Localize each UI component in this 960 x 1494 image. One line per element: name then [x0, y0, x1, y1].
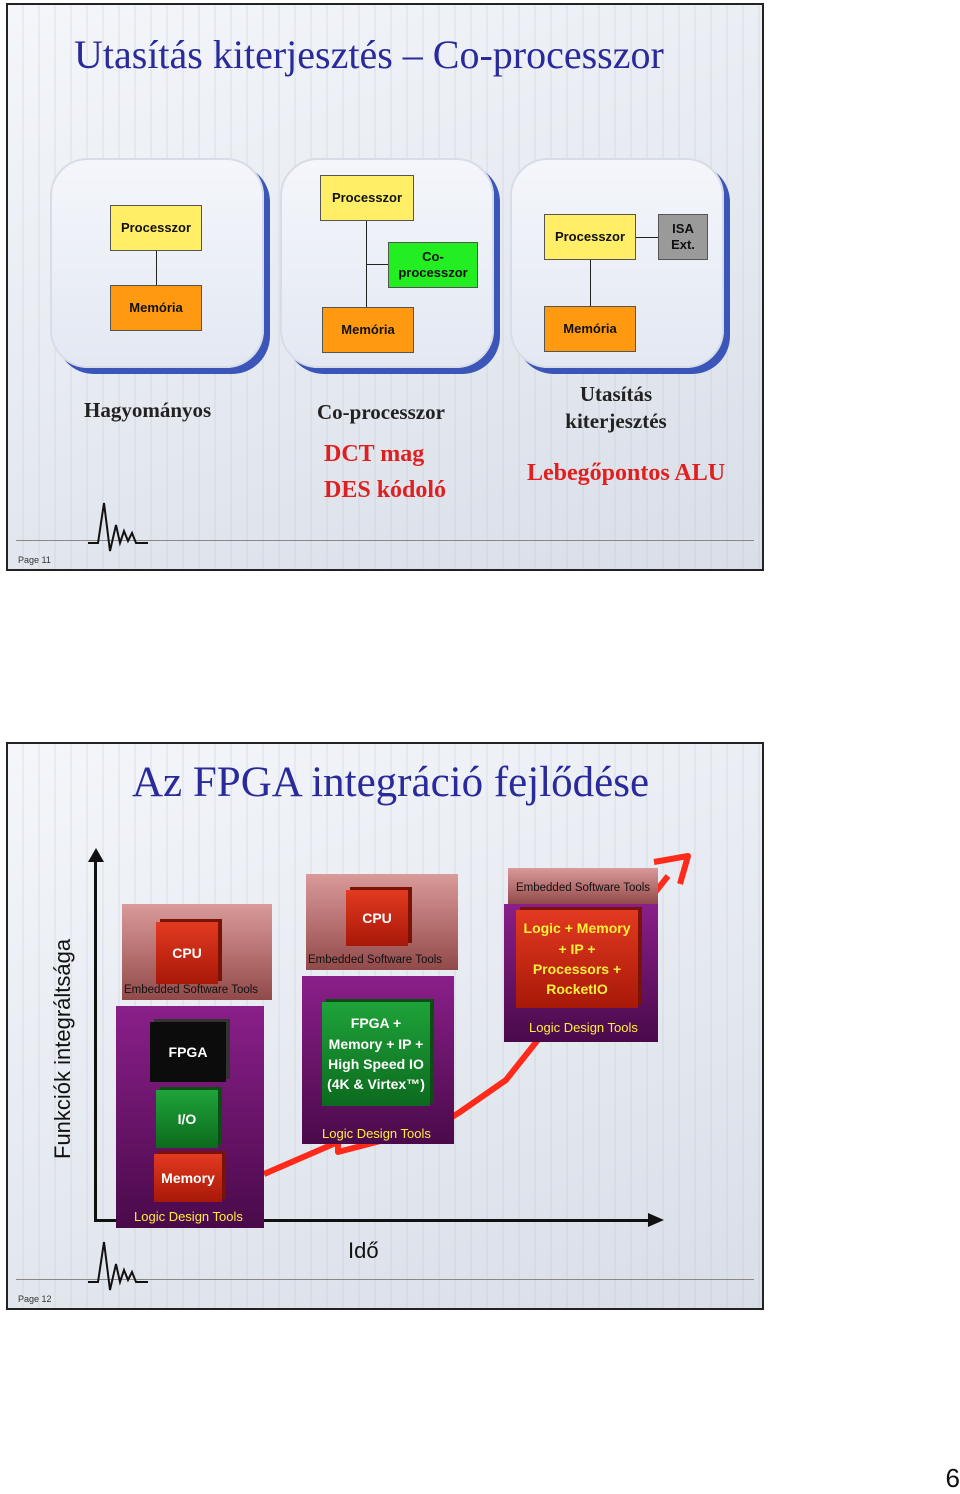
slide-coprocessor: Utasítás kiterjesztés – Co-processzor Pr…: [6, 3, 764, 571]
slide-fpga-integration: Az FPGA integráció fejlődése Funkciók in…: [6, 742, 764, 1310]
coprocessor-box: Co-processzor: [388, 242, 478, 288]
x-axis-arrowhead: [648, 1213, 664, 1227]
panel-coprocessor: Processzor Co-processzor Memória: [280, 158, 494, 368]
example-float-alu: Lebegőpontos ALU: [527, 460, 726, 486]
stage1-fpga-chip: FPGA: [150, 1022, 226, 1082]
page-number: 6: [945, 1463, 960, 1493]
x-axis: [94, 1219, 654, 1222]
stage2-embedded-tools: Embedded Software Tools: [308, 954, 443, 966]
caption-traditional: Hagyományos: [84, 398, 212, 422]
pulse-logo: [88, 1241, 148, 1291]
connector-line: [156, 251, 157, 285]
page-label: Page 11: [18, 555, 51, 565]
page-label: Page 12: [18, 1294, 52, 1304]
pulse-logo: [88, 502, 148, 552]
stage3-embedded-block: [508, 868, 658, 904]
panel-traditional: Processzor Memória: [50, 158, 264, 368]
y-axis: [94, 859, 97, 1219]
memory-box: Memória: [544, 306, 636, 352]
processor-box: Processzor: [110, 205, 202, 251]
stage3-integrated-chip: Logic + Memory + IP + Processors + Rocke…: [516, 910, 638, 1008]
stage2-fpga-chip: FPGA + Memory + IP + High Speed IO (4K &…: [322, 1002, 430, 1106]
caption-isa: Utasítás kiterjesztés: [565, 382, 667, 434]
example-des: DES kódoló: [324, 477, 447, 503]
y-axis-arrowhead: [88, 848, 104, 862]
stage1-cpu-chip: CPU: [156, 922, 218, 984]
memory-box: Memória: [322, 307, 414, 353]
stage1-embedded-tools: Embedded Software Tools: [124, 984, 259, 996]
processor-box: Processzor: [320, 175, 414, 221]
isa-ext-box: ISA Ext.: [658, 214, 708, 260]
stage1-logic-tools: Logic Design Tools: [134, 1209, 243, 1224]
panel-isa-extension: Processzor ISA Ext. Memória: [510, 158, 724, 368]
connector-line: [366, 264, 388, 265]
slide-title: Az FPGA integráció fejlődése: [132, 759, 650, 806]
memory-box: Memória: [110, 285, 202, 331]
caption-coprocessor: Co-processzor: [317, 400, 445, 424]
footer-line: [16, 1279, 754, 1280]
stage3-embedded-tools: Embedded Software Tools: [516, 882, 651, 894]
footer-line: [16, 540, 754, 541]
example-dct: DCT mag: [324, 441, 425, 467]
stage2-cpu-chip: CPU: [346, 890, 408, 946]
connector-line: [590, 260, 591, 306]
stage3-logic-tools: Logic Design Tools: [529, 1020, 638, 1035]
slide-title: Utasítás kiterjesztés – Co-processzor: [74, 32, 664, 77]
stage1-memory-chip: Memory: [154, 1154, 222, 1202]
x-axis-label: Idő: [348, 1238, 379, 1263]
stage2-logic-tools: Logic Design Tools: [322, 1126, 431, 1141]
connector-line: [636, 237, 658, 238]
stage1-io-chip: I/O: [156, 1090, 218, 1148]
processor-box: Processzor: [544, 214, 636, 260]
